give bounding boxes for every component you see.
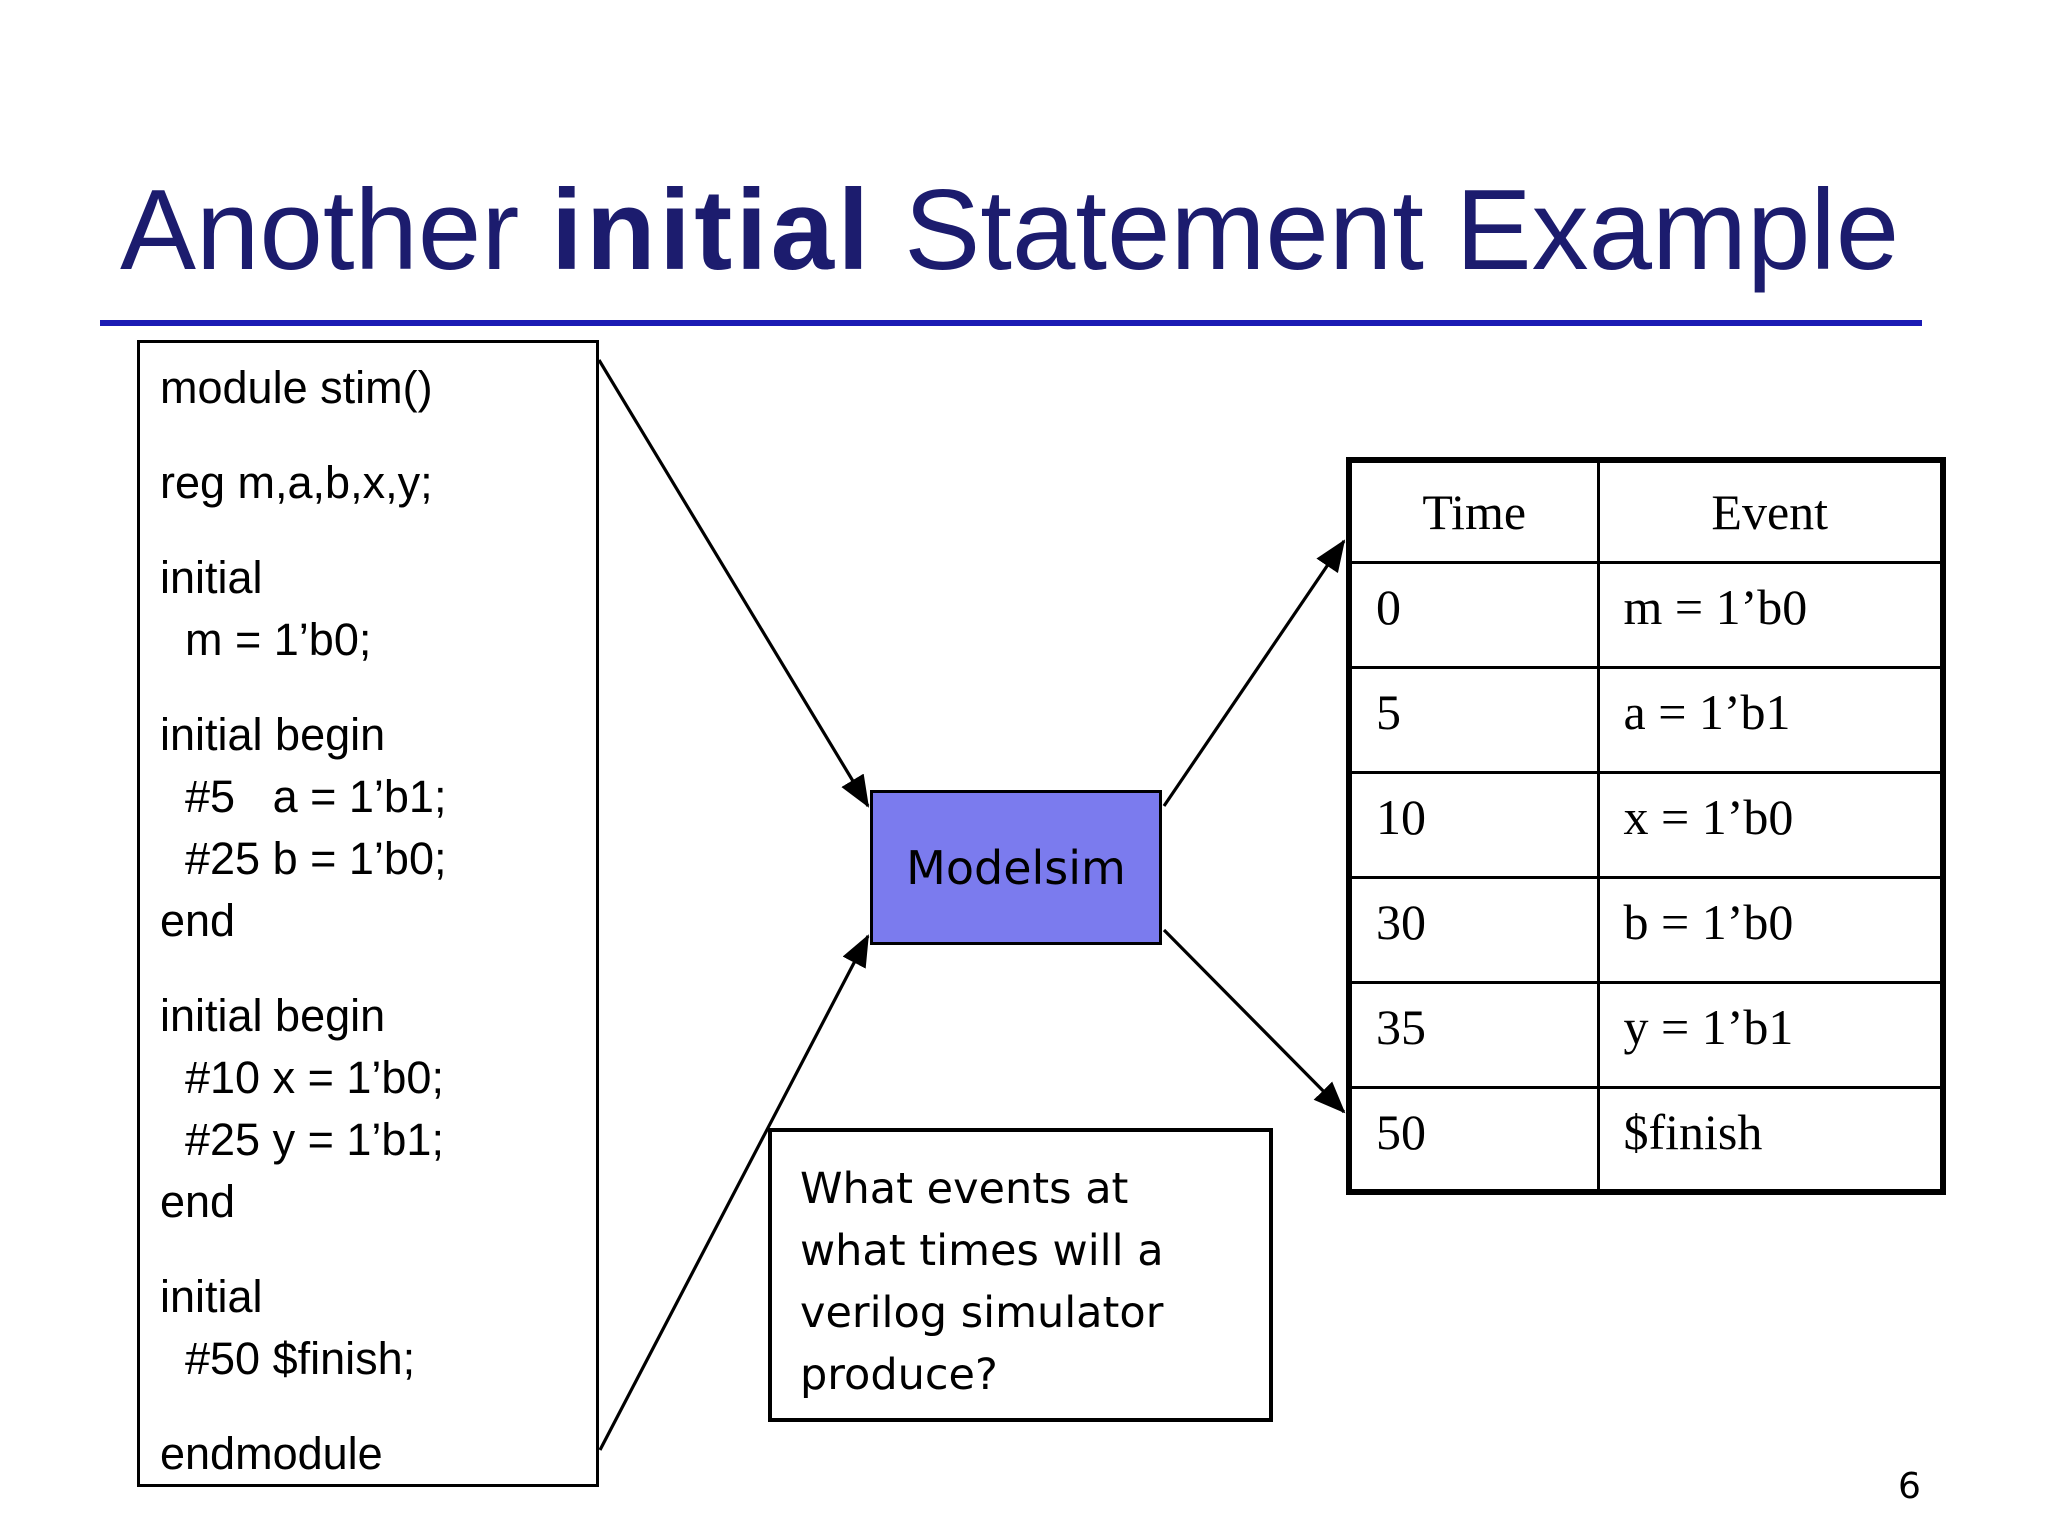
- question-text: What events at what times will a verilog…: [800, 1164, 1164, 1400]
- cell-time: 30: [1347, 875, 1600, 984]
- page-number: 6: [1898, 1466, 1921, 1507]
- cell-event: a = 1’b1: [1596, 665, 1945, 774]
- title-underline: [100, 320, 1922, 326]
- title-keyword-initial: initial: [550, 167, 873, 294]
- cell-event: x = 1’b0: [1596, 770, 1945, 879]
- cell-time: 50: [1347, 1085, 1600, 1194]
- title-prefix: Another: [120, 167, 551, 294]
- arrow-simulator-to-table-bottom: [1162, 928, 1346, 1114]
- title-suffix: Statement Example: [872, 167, 1900, 294]
- cell-time: 0: [1347, 560, 1600, 669]
- cell-time: 10: [1347, 770, 1600, 879]
- table-row: 10 x = 1’b0: [1347, 770, 1945, 879]
- cell-event: $finish: [1596, 1085, 1945, 1194]
- code-block-initial-m: initial m = 1’b0;: [160, 552, 372, 665]
- cell-event: b = 1’b0: [1596, 875, 1945, 984]
- cell-event: m = 1’b0: [1596, 560, 1945, 669]
- arrow-code-to-simulator-top: [597, 359, 870, 808]
- code-block-reg: reg m,a,b,x,y;: [160, 457, 433, 508]
- header-event: Event: [1596, 458, 1945, 564]
- verilog-code-box: module stim() reg m,a,b,x,y; initial m =…: [137, 340, 599, 1487]
- code-block-initial-begin-xy: initial begin #10 x = 1’b0; #25 y = 1’b1…: [160, 990, 444, 1227]
- code-block-initial-finish: initial #50 $finish;: [160, 1271, 416, 1384]
- table-row: 50 $finish: [1347, 1085, 1945, 1194]
- simulator-box: Modelsim: [870, 790, 1162, 945]
- cell-event: y = 1’b1: [1596, 980, 1945, 1089]
- header-time: Time: [1347, 458, 1600, 564]
- code-block-module: module stim(): [160, 362, 433, 413]
- code-block-endmodule: endmodule: [160, 1428, 383, 1479]
- event-table: Time Event 0 m = 1’b0 5 a = 1’b1 10 x = …: [1346, 457, 1946, 1195]
- table-row: 35 y = 1’b1: [1347, 980, 1945, 1089]
- table-row: 5 a = 1’b1: [1347, 665, 1945, 774]
- question-box: What events at what times will a verilog…: [768, 1128, 1273, 1422]
- event-table-header-row: Time Event: [1347, 458, 1945, 564]
- simulator-label: Modelsim: [906, 840, 1126, 895]
- slide-title: Another initial Statement Example: [120, 168, 1899, 293]
- cell-time: 35: [1347, 980, 1600, 1089]
- table-row: 30 b = 1’b0: [1347, 875, 1945, 984]
- table-row: 0 m = 1’b0: [1347, 560, 1945, 669]
- arrow-simulator-to-table-top: [1162, 539, 1346, 807]
- code-block-initial-begin-ab: initial begin #5 a = 1’b1; #25 b = 1’b0;…: [160, 709, 447, 946]
- cell-time: 5: [1347, 665, 1600, 774]
